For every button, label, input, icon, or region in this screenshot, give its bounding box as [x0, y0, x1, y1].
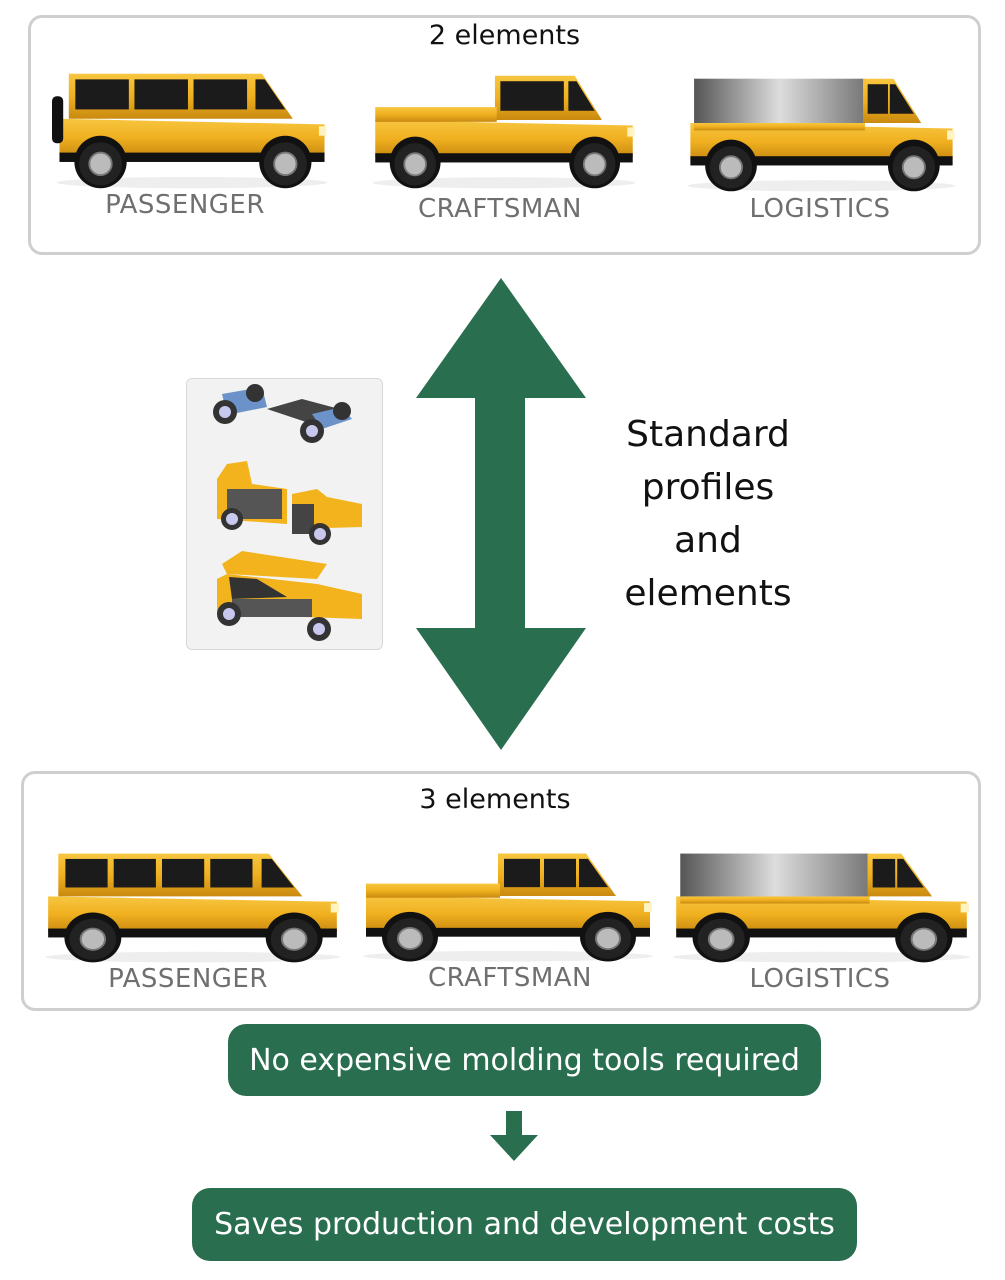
vehicle-windshield — [897, 858, 924, 888]
vehicle-window — [75, 79, 129, 110]
cargo-box-roof — [680, 853, 870, 899]
spare-wheel — [52, 96, 64, 144]
vehicle-body — [676, 896, 967, 933]
vehicle-body — [366, 896, 650, 932]
vehicle-windshield — [568, 81, 595, 111]
vehicle-body — [48, 896, 337, 933]
parts-image — [186, 378, 383, 650]
vehicle-windshield — [261, 858, 295, 888]
side-text-line: profiles — [641, 467, 775, 508]
headlight — [627, 127, 635, 137]
vehicle-sill — [676, 928, 967, 938]
shadow — [687, 180, 956, 192]
vehicle-craftsman-long — [363, 853, 653, 962]
outcome-badge: Saves production and development costs — [192, 1188, 857, 1261]
shadow — [45, 951, 340, 963]
body-frame-parts — [217, 461, 362, 545]
wheel-rim — [582, 152, 607, 177]
vehicle-windshield — [255, 79, 286, 110]
vehicle-body — [375, 120, 633, 157]
headlight — [644, 903, 652, 912]
wheel-rim — [595, 926, 621, 950]
vehicle-window — [134, 79, 188, 110]
vehicle-bed — [375, 107, 497, 122]
vehicle-window — [162, 858, 205, 888]
vehicle-craftsman-short — [372, 75, 636, 189]
vehicle-sill — [690, 156, 953, 166]
standard-profiles-text: Standard profiles and elements — [600, 408, 816, 620]
vehicle-label-passenger: PASSENGER — [105, 190, 265, 220]
wheel-rim — [901, 155, 926, 180]
bottom-panel-title: 3 elements — [419, 784, 571, 815]
wheel-rim — [719, 155, 744, 180]
vehicle-sill — [59, 152, 325, 162]
vehicle-window — [500, 81, 564, 111]
vehicle-logistics-long — [673, 853, 970, 963]
shadow — [673, 951, 970, 963]
wheel-rim — [910, 927, 938, 951]
vehicle-sill — [375, 153, 633, 163]
vehicle-window — [867, 84, 888, 114]
vehicle-window — [193, 79, 248, 110]
cargo-box-base — [680, 896, 870, 904]
benefit-badge: No expensive molding tools required — [228, 1024, 821, 1096]
headlight — [960, 903, 969, 913]
wheel-rim — [88, 151, 113, 177]
vehicle-window — [872, 858, 896, 888]
side-text-line: elements — [624, 573, 792, 614]
headlight — [330, 903, 339, 913]
vehicle-sill — [366, 927, 650, 937]
vehicle-window — [65, 858, 108, 888]
vehicle-label-passenger: PASSENGER — [108, 964, 268, 994]
side-text-line: and — [674, 520, 742, 561]
vehicle-label-logistics: LOGISTICS — [749, 194, 891, 224]
wheel-rim — [280, 927, 308, 951]
vehicle-windshield — [889, 84, 914, 114]
vehicle-window — [210, 858, 253, 888]
vehicle-sill — [48, 928, 337, 938]
cargo-box-base — [694, 123, 865, 131]
chassis-parts — [213, 384, 352, 443]
vehicle-bed — [366, 883, 500, 898]
full-body-parts — [217, 551, 362, 641]
vehicle-windshield — [579, 858, 608, 888]
vehicle-logistics-short — [687, 78, 956, 192]
wheel-rim — [707, 927, 735, 951]
vehicle-window — [504, 858, 540, 888]
vehicle-body — [59, 118, 325, 157]
vehicle-passenger-short — [52, 73, 328, 189]
vehicle-label-craftsman: CRAFTSMAN — [417, 194, 582, 224]
top-panel-title: 2 elements — [428, 20, 581, 51]
wheel-rim — [273, 151, 298, 177]
vehicle-body — [690, 123, 953, 160]
shadow — [56, 176, 328, 189]
vehicle-label-logistics: LOGISTICS — [749, 964, 891, 994]
shadow — [372, 177, 636, 189]
wheel-rim — [403, 152, 427, 177]
headlight — [318, 126, 327, 136]
headlight — [947, 130, 955, 140]
side-text-line: Standard — [626, 414, 790, 455]
vehicle-label-craftsman: CRAFTSMAN — [427, 963, 592, 993]
vehicle-window — [113, 858, 156, 888]
wheel-rim — [79, 927, 107, 951]
double-arrow-icon — [416, 278, 586, 750]
cargo-box-roof — [694, 78, 865, 125]
wheel-rim — [397, 926, 423, 950]
vehicle-passenger-long — [45, 853, 340, 963]
vehicle-window — [544, 858, 576, 888]
shadow — [363, 950, 653, 962]
arrow-down-icon — [490, 1111, 538, 1161]
